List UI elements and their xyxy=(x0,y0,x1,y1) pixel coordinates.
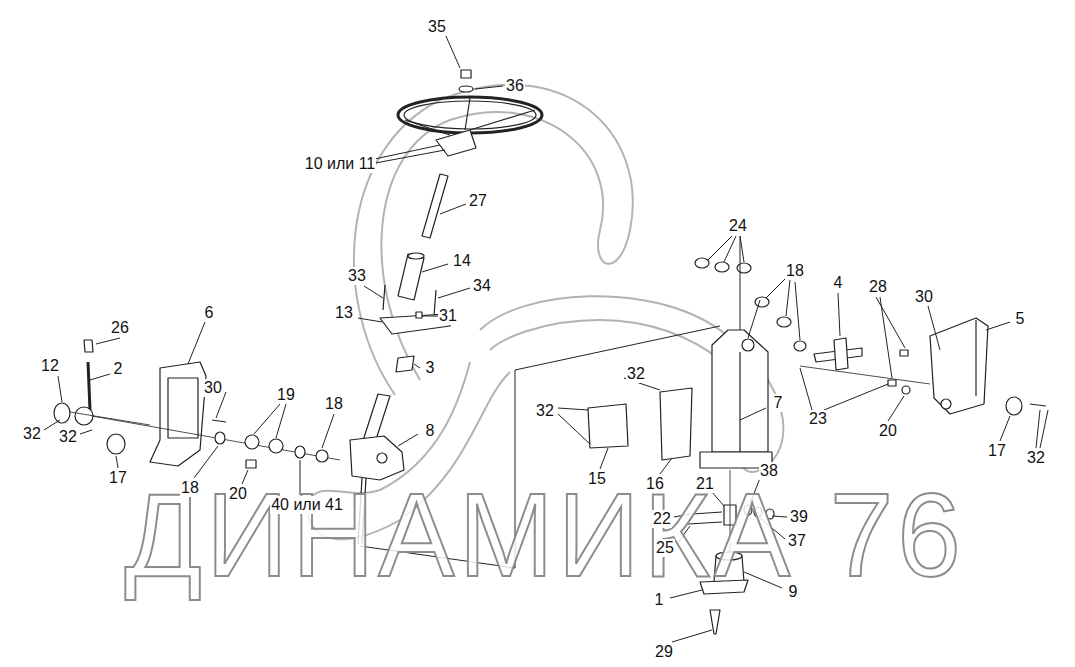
callout-number: 40 или 41 xyxy=(270,496,344,514)
callout-number: 7 xyxy=(773,394,784,412)
callout-number: 15 xyxy=(587,470,607,488)
callout-number: 33 xyxy=(347,267,367,285)
callout-number: 32 xyxy=(58,428,78,446)
callout-number: 26 xyxy=(110,319,130,337)
callout-number: 14 xyxy=(452,252,472,270)
callout-number: 27 xyxy=(468,192,488,210)
callout-number: 4 xyxy=(833,274,844,292)
callout-number: 2 xyxy=(113,360,124,378)
callout-number: 5 xyxy=(1015,310,1026,328)
callout-number: 18 xyxy=(324,395,344,413)
callout-number: 9 xyxy=(788,583,799,601)
callout-number: 10 или 11 xyxy=(304,155,377,173)
parts xyxy=(54,70,1046,634)
callout-number: 32 xyxy=(626,365,646,383)
swirl-logo xyxy=(308,85,783,540)
callout-number: 29 xyxy=(654,643,674,661)
callout-number: 25 xyxy=(655,539,675,557)
callout-number: 23 xyxy=(808,410,828,428)
callout-number: 37 xyxy=(787,532,807,550)
callout-number: 17 xyxy=(108,469,128,487)
callout-number: 32 xyxy=(1026,449,1046,467)
callout-number: 20 xyxy=(228,485,248,503)
callout-number: 34 xyxy=(472,277,492,295)
callout-number: 3 xyxy=(425,359,436,377)
callout-number: 36 xyxy=(505,77,525,95)
callout-number: 1 xyxy=(654,591,665,609)
callout-number: 22 xyxy=(652,510,672,528)
callout-number: 39 xyxy=(789,508,809,526)
callout-number: 13 xyxy=(334,304,354,322)
callout-number: 16 xyxy=(645,475,665,493)
callout-number: 24 xyxy=(728,217,748,235)
callout-number: 35 xyxy=(427,18,447,36)
callout-number: 20 xyxy=(878,422,898,440)
callout-number: 18 xyxy=(180,479,200,497)
leader-lines xyxy=(44,34,1048,642)
callout-number: 19 xyxy=(276,386,296,404)
callout-number: 31 xyxy=(438,307,458,325)
callout-number: 32 xyxy=(535,402,555,420)
callout-number: 32 xyxy=(22,425,42,443)
callout-number: 6 xyxy=(204,304,215,322)
callout-number: 30 xyxy=(914,288,934,306)
callout-number: 8 xyxy=(425,422,436,440)
callout-number: 30 xyxy=(203,379,223,397)
callout-number: 18 xyxy=(785,262,805,280)
callout-number: 21 xyxy=(695,475,715,493)
callout-number: 17 xyxy=(987,442,1007,460)
callout-number: 38 xyxy=(759,462,779,480)
watermark-text: ДИНАМИКА 76 xyxy=(125,475,965,595)
callout-number: 28 xyxy=(868,278,888,296)
callout-number: 12 xyxy=(40,357,60,375)
